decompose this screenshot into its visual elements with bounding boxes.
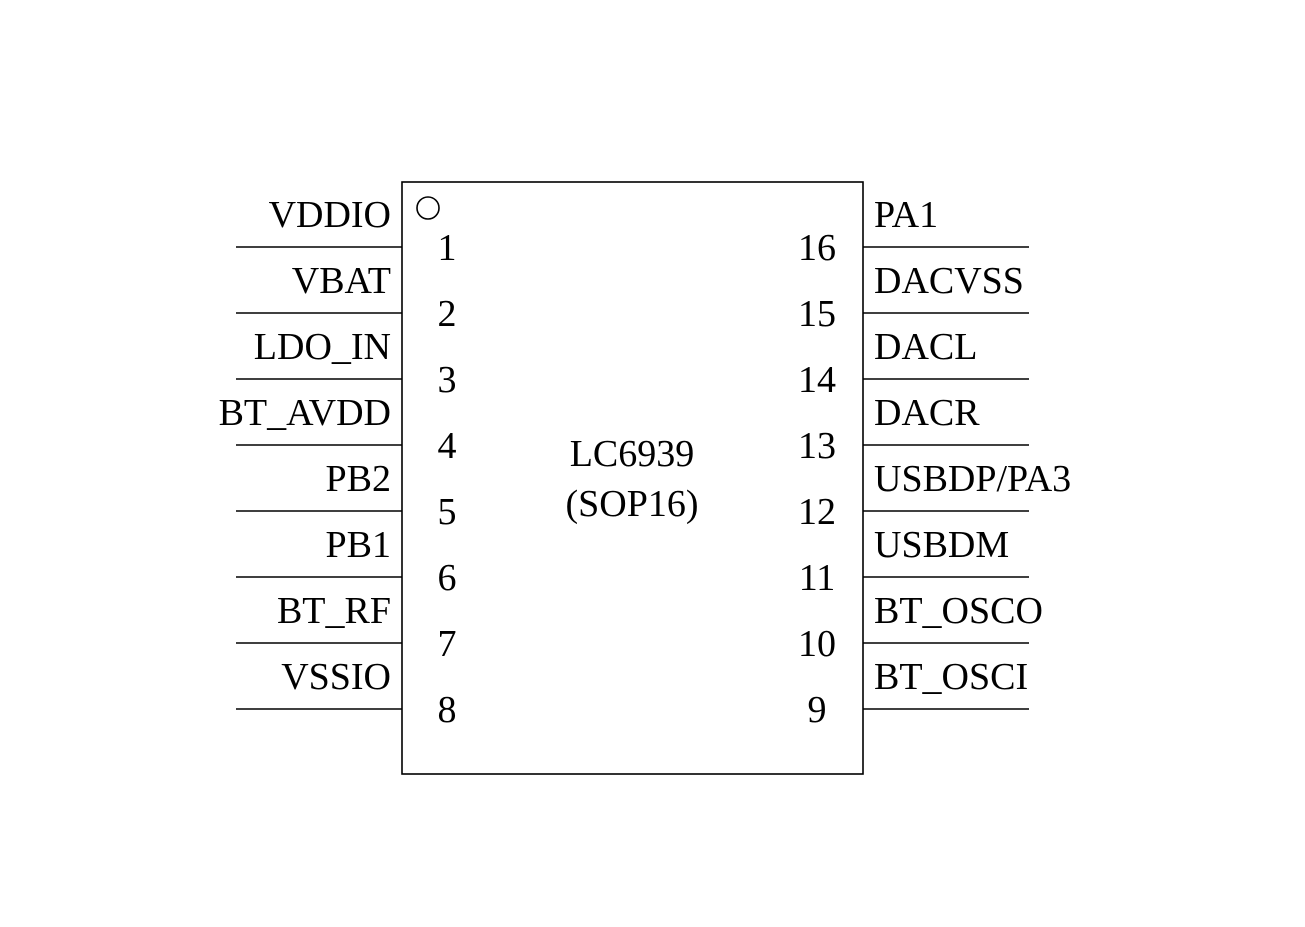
pin-number-left: 7 <box>438 623 457 665</box>
pin-number-left: 1 <box>438 227 457 269</box>
pin-number-right: 12 <box>798 491 836 533</box>
pin-name-left: BT_RF <box>277 590 391 632</box>
pin-number-left: 2 <box>438 293 457 335</box>
pin-name-left: BT_AVDD <box>219 392 391 434</box>
pin-number-right: 9 <box>808 689 827 731</box>
pin-number-left: 5 <box>438 491 457 533</box>
pin-name-right: BT_OSCO <box>874 590 1043 632</box>
pin-number-right: 14 <box>798 359 836 401</box>
chip-name: LC6939 <box>570 433 695 475</box>
pin-name-right: USBDP/PA3 <box>874 458 1071 500</box>
pin-number-right: 15 <box>798 293 836 335</box>
pin-name-right: DACVSS <box>874 260 1024 302</box>
pin1-indicator-icon <box>416 196 440 220</box>
pin-name-right: BT_OSCI <box>874 656 1028 698</box>
pin-number-right: 10 <box>798 623 836 665</box>
pin-number-right: 11 <box>799 557 836 599</box>
chip-body <box>401 181 864 775</box>
pin-name-left: LDO_IN <box>254 326 391 368</box>
pin-name-right: DACL <box>874 326 977 368</box>
pin-name-left: VDDIO <box>269 194 391 236</box>
pin-number-left: 3 <box>438 359 457 401</box>
pin-name-right: DACR <box>874 392 980 434</box>
pin-name-right: PA1 <box>874 194 938 236</box>
pin-name-left: PB1 <box>326 524 391 566</box>
pin-name-left: VSSIO <box>281 656 391 698</box>
pin-number-right: 16 <box>798 227 836 269</box>
pin-number-right: 13 <box>798 425 836 467</box>
pin-name-left: PB2 <box>326 458 391 500</box>
pin-name-right: USBDM <box>874 524 1009 566</box>
pin-number-left: 6 <box>438 557 457 599</box>
pin-number-left: 4 <box>438 425 457 467</box>
pin-name-left: VBAT <box>292 260 391 302</box>
pin-number-left: 8 <box>438 689 457 731</box>
chip-package: (SOP16) <box>565 483 698 525</box>
